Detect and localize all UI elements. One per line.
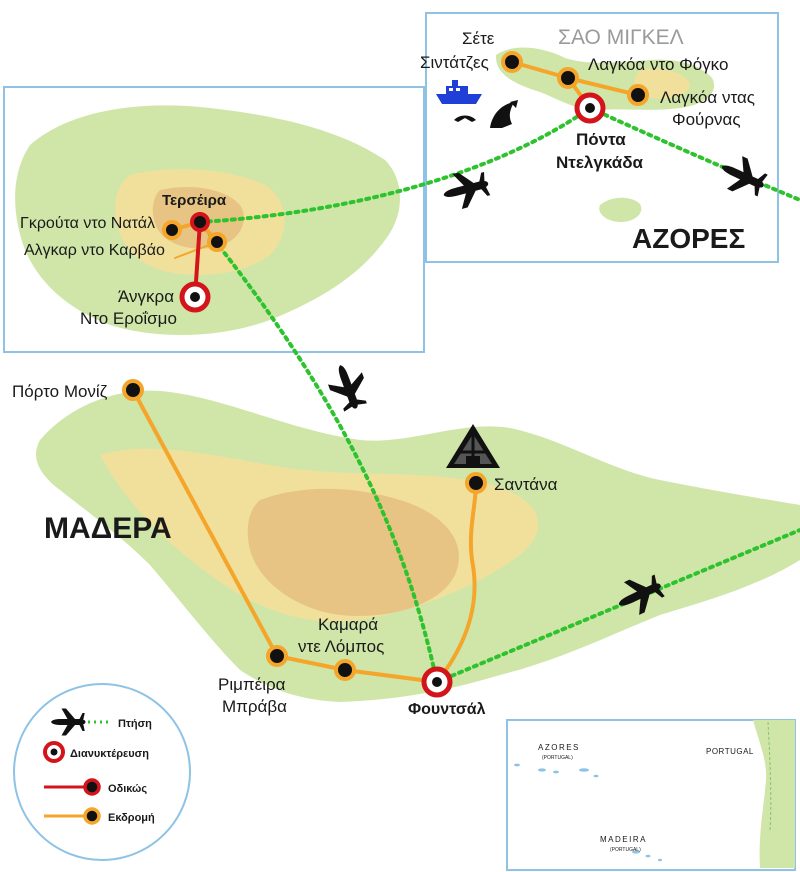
madeira-high-elevation [247, 488, 459, 616]
flight-funchal-mainland [435, 528, 800, 684]
a-frame-house-icon [446, 424, 500, 468]
legend-flight-row: Πτήση [51, 708, 152, 736]
madeira-title: ΜΑΔΕΡΑ [44, 512, 172, 545]
label-sete-1: Σέτε [462, 29, 495, 48]
legend: Πτήση Διανυκτέρευση Οδικώς Εκδρομή [13, 683, 191, 861]
marker-camara [334, 659, 356, 681]
excursion-markers [122, 51, 649, 681]
label-ponta-1: Πόντα [576, 130, 626, 149]
marker-fogo [557, 67, 579, 89]
legend-road-label: Οδικώς [108, 783, 147, 795]
marker-algar [207, 232, 227, 252]
label-furnas-2: Φούρνας [672, 110, 741, 129]
flight-ponta-delgada-mainland [588, 106, 800, 202]
excursion-santana [435, 481, 478, 684]
label-algar: Αλγκαρ ντο Καρβάο [24, 242, 165, 259]
overview-portugal-label: PORTUGAL [706, 747, 754, 756]
marker-sete-cidades [501, 51, 523, 73]
marker-porto-moniz [122, 379, 144, 401]
place-labels: Πόρτο Μονίζ Σαντάνα Καμαρά ντε Λόμπος Ρι… [12, 29, 755, 718]
legend-stay-row: Διανυκτέρευση [43, 741, 149, 763]
overview-madeira-islets [632, 850, 662, 862]
flight-funchal-terceira [198, 220, 439, 684]
sao-miguel-inset-frame [425, 12, 779, 263]
marker-gruta [162, 220, 182, 240]
label-sete-2: Σιντάτζες [420, 53, 489, 72]
sao-miguel-inset: ΣΑΟ ΜΙΓΚΕΛ ΑΖΟΡΕΣ [425, 12, 779, 263]
label-angra-1: Άνγκρα [118, 287, 174, 306]
stay-markers [179, 92, 606, 698]
label-ponta-2: Ντελγκάδα [556, 153, 644, 172]
boat-icon [436, 80, 482, 104]
label-funchal: Φουντσάλ [408, 701, 486, 718]
overview-madeira-label: MADEIRA [600, 835, 647, 844]
santa-maria-islet [599, 197, 642, 222]
madeira-island: ΜΑΔΕΡΑ [36, 390, 800, 702]
legend-stay-label: Διανυκτέρευση [70, 748, 149, 760]
overview-iberia [753, 720, 795, 868]
label-gruta: Γκρούτα ντο Νατάλ [20, 215, 155, 232]
label-fogo: Λαγκόα ντο Φόγκο [588, 55, 728, 74]
label-ribeira-2: Μπράβα [222, 697, 287, 716]
flight-routes [198, 106, 800, 684]
legend-excursion-label: Εκδρομή [108, 812, 155, 824]
marker-terceira [190, 212, 210, 232]
overview-madeira-sub: (PORTUGAL) [610, 847, 641, 853]
label-angra-2: Ντο Εροΐσμο [80, 309, 177, 328]
legend-excursion-row: Εκδρομή [44, 807, 155, 825]
road-markers [190, 212, 210, 232]
legend-road-row: Οδικώς [44, 778, 147, 796]
label-furnas-1: Λαγκόα ντας [660, 88, 755, 107]
overview-map: AZORES (PORTUGAL) MADEIRA (PORTUGAL) POR… [506, 719, 796, 871]
label-santana: Σαντάνα [494, 475, 558, 494]
overview-azores-sub: (PORTUGAL) [542, 755, 573, 761]
marker-ribeira [266, 645, 288, 667]
label-porto-moniz: Πόρτο Μονίζ [12, 382, 108, 401]
label-camara-2: ντε Λόμπος [298, 637, 384, 656]
excursion-porto-moniz [131, 388, 439, 684]
whale-icon [454, 100, 518, 128]
azores-region-title: ΑΖΟΡΕΣ [632, 223, 745, 254]
sao-miguel-title: ΣΑΟ ΜΙΓΚΕΛ [558, 26, 684, 49]
overview-azores-islets [514, 763, 599, 778]
overview-frame [506, 719, 796, 871]
label-terceira: Τερσέιρα [162, 192, 227, 209]
legend-flight-label: Πτήση [118, 718, 152, 730]
marker-furnas [627, 84, 649, 106]
marker-santana [465, 472, 487, 494]
legend-frame [13, 683, 191, 861]
label-camara-1: Καμαρά [318, 615, 378, 634]
label-ribeira-1: Ριμπέιρα [218, 675, 286, 694]
flight-terceira-ponta-delgada [198, 106, 592, 224]
overview-azores-label: AZORES [538, 743, 580, 752]
